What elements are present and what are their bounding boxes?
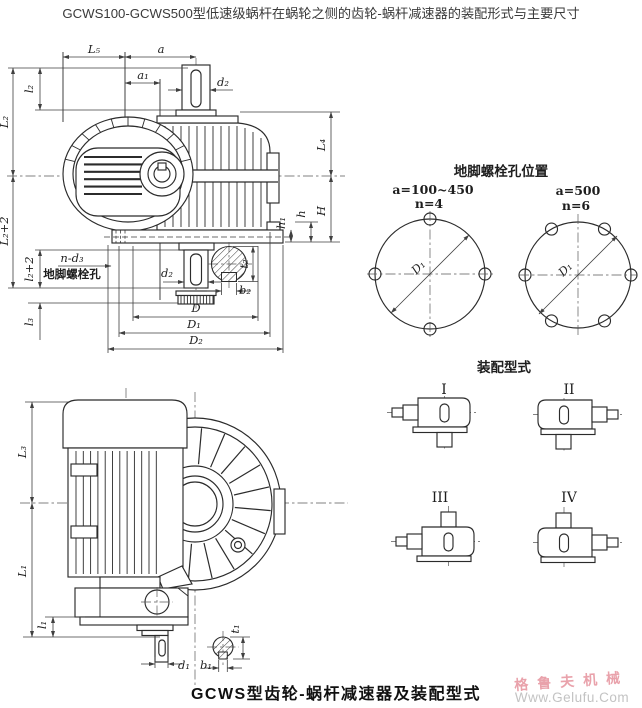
bolt-right-range: a=500 <box>556 183 601 198</box>
figure-caption: GCWS型齿轮-蜗杆减速器及装配型式 <box>191 684 481 703</box>
dim-label-l2: l₂ <box>22 84 36 93</box>
dim-label-D: D <box>190 301 200 315</box>
dim-label-L2: L₂ <box>0 115 11 129</box>
bolt-right-diameter-label: D₁ <box>555 259 575 279</box>
dim-label-L2-plus-2: L₂+2 <box>0 216 11 246</box>
worm-housing <box>62 116 194 232</box>
assembly-type-3: III <box>391 490 480 566</box>
assembly-types-panel: 装配型式 I II III <box>387 359 622 567</box>
bolt-left-diameter-label: D₁ <box>408 257 428 277</box>
bolt-panel-title: 地脚螺栓孔位置 <box>454 163 549 179</box>
dim-label-L4: L₄ <box>314 138 328 152</box>
dim-label-l1: l₁ <box>35 621 49 629</box>
front-view-dimensions <box>8 55 340 353</box>
reducer-side-view: L₃ L₁ l₁ d₁ b₁ t₁ <box>15 388 348 688</box>
assembly-type-1-label: I <box>441 382 447 398</box>
dim-label-H: H <box>314 205 328 217</box>
side-view-dimensions <box>23 401 250 672</box>
watermark-url: Www.Gelufu.Com <box>515 690 629 705</box>
dim-label-a: a <box>158 42 165 56</box>
assembly-type-4: IV <box>533 490 622 567</box>
side-view-base <box>74 565 193 663</box>
dim-label-D2: D₂ <box>188 333 203 347</box>
assembly-type-3-label: III <box>432 490 449 506</box>
dim-label-d2-bottom: d₂ <box>161 266 173 280</box>
assembly-type-1: I <box>387 382 476 451</box>
bolt-left-range: a=100~450 <box>392 182 474 197</box>
dim-label-D1: D₁ <box>186 317 201 331</box>
watermark: 格鲁夫机械 Www.Gelufu.Com <box>514 669 630 705</box>
bolt-circle-n6: a=500 n=6 D₁ <box>518 183 638 336</box>
bottom-shaft <box>175 242 217 305</box>
dim-label-L1: L₁ <box>15 565 29 578</box>
dim-label-b1: b₁ <box>200 658 212 672</box>
assembly-panel-title: 装配型式 <box>476 359 531 375</box>
dim-label-a1: a₁ <box>137 68 148 82</box>
bolt-circle-n4: a=100~450 n=4 D₁ <box>367 182 493 337</box>
dim-label-h: h <box>294 210 308 217</box>
dim-label-l3: l₃ <box>22 317 36 326</box>
top-shaft <box>156 64 239 124</box>
dim-label-n-d3: n-d₃ <box>60 251 84 265</box>
assembly-type-4-label: IV <box>561 490 578 506</box>
page-title: GCWS100-GCWS500型低速级蜗杆在蜗轮之侧的齿轮-蜗杆减速器的装配形式… <box>62 6 579 21</box>
dim-label-t2: t₂ <box>237 259 251 269</box>
dim-label-d2-top: d₂ <box>217 75 229 89</box>
assembly-type-2-label: II <box>563 382 574 398</box>
dim-label-l2-plus-2: l₂+2 <box>22 256 36 281</box>
assembly-type-2: II <box>533 382 622 453</box>
motor-body <box>62 399 188 578</box>
bolt-left-count: n=4 <box>415 196 444 211</box>
dim-label-d1: d₁ <box>178 658 190 672</box>
dim-label-t1: t₁ <box>228 624 242 633</box>
base-plate <box>104 229 292 244</box>
foot-bolt-hole-label: 地脚螺栓孔 <box>43 267 101 281</box>
key-section-top-view <box>208 242 252 288</box>
bolt-right-count: n=6 <box>562 198 591 213</box>
key-section-side-view <box>207 631 239 666</box>
dim-label-L3: L₃ <box>15 445 29 459</box>
reducer-front-view: L₅ a a₁ d₂ l₂ L₂ L₂+2 l₂+2 l₃ n-d₃ 地脚螺栓孔… <box>0 42 345 353</box>
foot-bolt-hole-position-panel: 地脚螺栓孔位置 a=100~450 n=4 D₁ a=500 n=6 <box>367 163 638 337</box>
dim-label-b2: b₂ <box>239 283 251 297</box>
dim-label-L5: L₅ <box>87 42 101 56</box>
dim-label-h1: h₁ <box>274 217 288 229</box>
